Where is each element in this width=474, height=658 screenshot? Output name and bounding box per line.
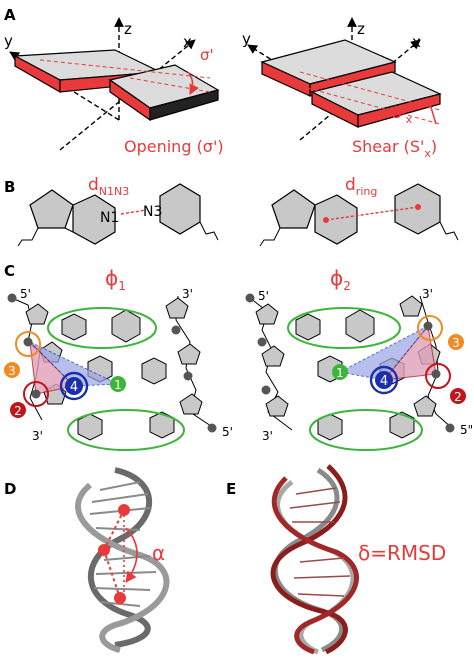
d-ring-label: dring (345, 175, 377, 198)
marker-2-left: 2 (14, 404, 22, 418)
n1n3-diagram: N1 N3 dN1N3 (17, 175, 219, 247)
phi2-diagram: 4 1 3 2 5' 3' 3' 5" (245, 287, 473, 451)
axis-y2-label: y (242, 30, 251, 48)
left-3p-bot: 3' (32, 429, 43, 443)
right-3p-top: 3' (422, 287, 433, 301)
marker-4-right: 4 (380, 374, 388, 389)
opening-label: Opening (σ') (124, 137, 224, 156)
panel-c: C ϕ1 ϕ2 (4, 262, 473, 451)
marker-3-left: 3 (8, 364, 16, 378)
panel-label-a: A (4, 6, 16, 24)
panel-d: D α (4, 467, 170, 653)
panel-label-d: D (4, 480, 16, 498)
axis-x2-label: x (412, 33, 421, 51)
left-5p-top: 5' (20, 287, 31, 301)
marker-2-right: 2 (454, 390, 462, 404)
n1-label: N1 (100, 210, 119, 226)
phi1-diagram: 4 1 3 2 5' 3' 3' 5' (4, 287, 233, 451)
panel-e: E δ=RMSD (226, 464, 446, 655)
shear-diagram: y z x S'x Shear (S'x) (242, 17, 442, 160)
d-n1n3-label: dN1N3 (88, 175, 129, 198)
right-5p-bot: 5" (460, 423, 473, 437)
dring-diagram: dring (259, 175, 459, 247)
left-5p-bot: 5' (222, 425, 233, 439)
panel-label-c: C (4, 262, 15, 280)
axis-x-label: x (183, 33, 192, 51)
axis-y-label: y (4, 32, 13, 50)
sigma-label: σ' (200, 46, 214, 64)
marker-4-left: 4 (70, 380, 78, 395)
marker-3-right: 3 (452, 336, 460, 350)
phi2-label: ϕ2 (330, 266, 351, 293)
panel-label-e: E (226, 480, 236, 498)
panel-b: B N1 N3 dN1N3 dring (4, 175, 459, 247)
right-3p-bot: 3' (262, 429, 273, 443)
axis-z-label: z (124, 20, 132, 38)
opening-diagram: y z x σ' Opening (σ') (4, 17, 224, 156)
alpha-label: α (152, 541, 165, 565)
n3-label: N3 (143, 204, 162, 220)
phi1-label: ϕ1 (105, 266, 126, 293)
panel-label-b: B (4, 178, 15, 196)
left-3p-top: 3' (182, 287, 193, 301)
right-5p-top: 5' (258, 289, 269, 303)
shear-symbol: S'x (392, 104, 413, 126)
marker-1-right: 1 (336, 366, 344, 380)
panel-a: A y z x σ' Opening (σ') (4, 6, 442, 160)
axis-z2-label: z (357, 20, 365, 38)
shear-label: Shear (S'x) (352, 137, 437, 160)
marker-1-left: 1 (114, 378, 122, 392)
delta-rmsd-label: δ=RMSD (358, 541, 446, 565)
